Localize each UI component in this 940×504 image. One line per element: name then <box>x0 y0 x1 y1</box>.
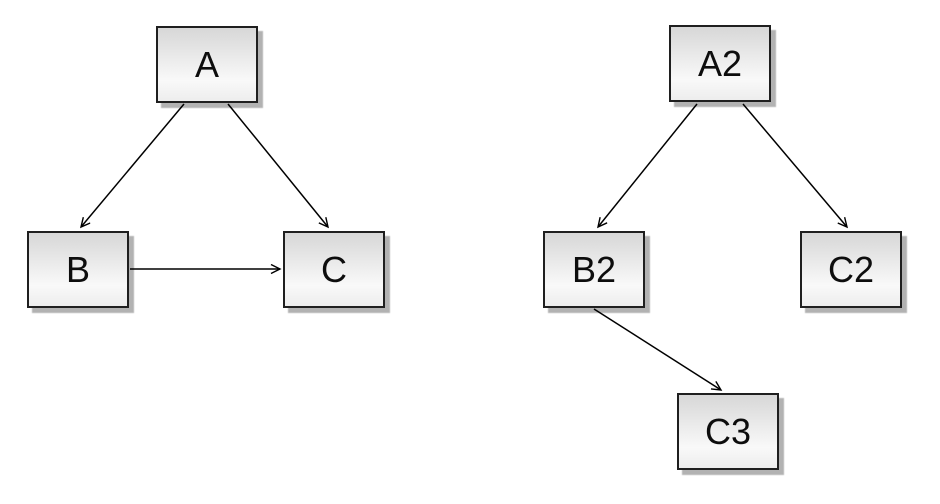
node-c3[interactable]: C3 <box>677 393 779 470</box>
node-c[interactable]: C <box>283 231 385 308</box>
node-a2[interactable]: A2 <box>669 25 771 102</box>
node-a[interactable]: A <box>156 26 258 103</box>
node-b[interactable]: B <box>27 231 129 308</box>
edge-a-c <box>227 103 328 227</box>
node-label: C <box>321 248 347 290</box>
edge-b2-c3 <box>593 308 721 390</box>
node-label: A <box>194 43 219 85</box>
node-label: A2 <box>697 42 743 84</box>
edge-a-b <box>81 103 185 227</box>
node-c2[interactable]: C2 <box>800 231 902 308</box>
node-label: B <box>65 248 90 290</box>
node-b2[interactable]: B2 <box>543 231 645 308</box>
node-label: C3 <box>704 410 752 452</box>
node-label: C2 <box>827 248 875 290</box>
edge-a2-b2 <box>598 103 698 227</box>
node-label: B2 <box>571 248 617 290</box>
edge-a2-c2 <box>742 103 847 227</box>
